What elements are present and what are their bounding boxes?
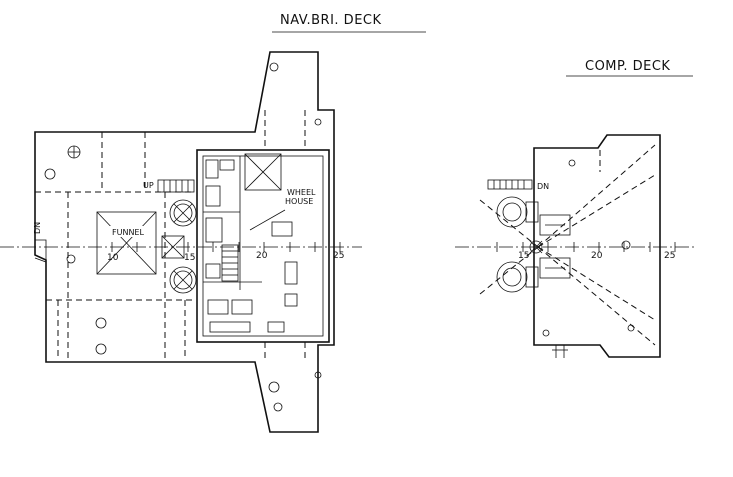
compass-x2: [529, 240, 543, 254]
comp-stand-top: [539, 214, 571, 236]
funnel-diag-2: [96, 211, 157, 275]
stair-steps-inner: [221, 244, 239, 282]
nav-frame-ticks: [111, 242, 341, 252]
nav-frame-10: 10: [107, 253, 119, 263]
comp-deck-outline: [533, 134, 661, 358]
compass-deck-plan: DN 15 20 25: [455, 134, 695, 358]
comp-dashed-rays: [479, 144, 656, 346]
dn-left-label: DN: [33, 222, 42, 234]
fixture-7: [231, 299, 253, 315]
comp-fitting-2: [627, 324, 635, 332]
compass-deck-title: COMP. DECK: [585, 59, 670, 74]
comp-dn-ladder: [487, 179, 533, 190]
nav-deck-outline: [34, 51, 335, 433]
vent-fan-bottom: [169, 266, 197, 294]
mast-fitting: [621, 240, 631, 250]
fixture-4: [205, 217, 223, 243]
fixture-2: [219, 159, 235, 171]
funnel-label-bg: [108, 226, 146, 237]
funnel-label: FUNNEL: [112, 228, 144, 237]
comp-fitting-3: [542, 329, 550, 337]
nav-bridge-deck-plan: FUNNEL: [0, 51, 362, 433]
nav-frame-25: 25: [333, 251, 344, 261]
deck-fittings: [44, 62, 322, 412]
comp-stand-bottom: [539, 257, 571, 279]
comp-frame-15: 15: [518, 251, 529, 261]
fixture-6: [207, 299, 229, 315]
wheel-label-2: HOUSE: [285, 197, 313, 206]
up-stair: [157, 179, 195, 193]
left-stub: [34, 239, 47, 263]
nav-bridge-deck-title: NAV.BRI. DECK: [280, 13, 382, 28]
comp-frame-ticks: [496, 242, 676, 252]
nav-frame-15: 15: [184, 253, 195, 263]
console-2: [284, 293, 298, 307]
dn-comp-label: DN: [537, 182, 549, 191]
comp-bottom-rungs: [552, 345, 568, 358]
comp-frame-20: 20: [591, 251, 603, 261]
chart-diag-2: [244, 153, 282, 191]
fixture-3: [205, 185, 221, 207]
console-3: [271, 221, 293, 237]
console-4: [267, 321, 285, 333]
fixture-8: [209, 321, 251, 333]
wheel-house-leader: [249, 209, 286, 231]
wheel-house-walls: [196, 149, 330, 343]
searchlight-top: [496, 196, 539, 228]
fixture-5: [205, 263, 221, 279]
chart-room-box: [244, 153, 282, 191]
console-1: [284, 261, 298, 285]
comp-frame-25: 25: [664, 251, 675, 261]
comp-fitting-1: [568, 159, 576, 167]
nav-frame-20: 20: [256, 251, 268, 261]
wheel-label-1: WHEEL: [287, 188, 316, 197]
funnel-outline: [96, 211, 157, 275]
up-label: UP: [143, 181, 154, 190]
searchlight-bottom: [496, 261, 539, 293]
wheel-house-inner: [202, 155, 324, 337]
vent-fan-top: [169, 199, 197, 227]
fixture-1: [205, 159, 219, 179]
